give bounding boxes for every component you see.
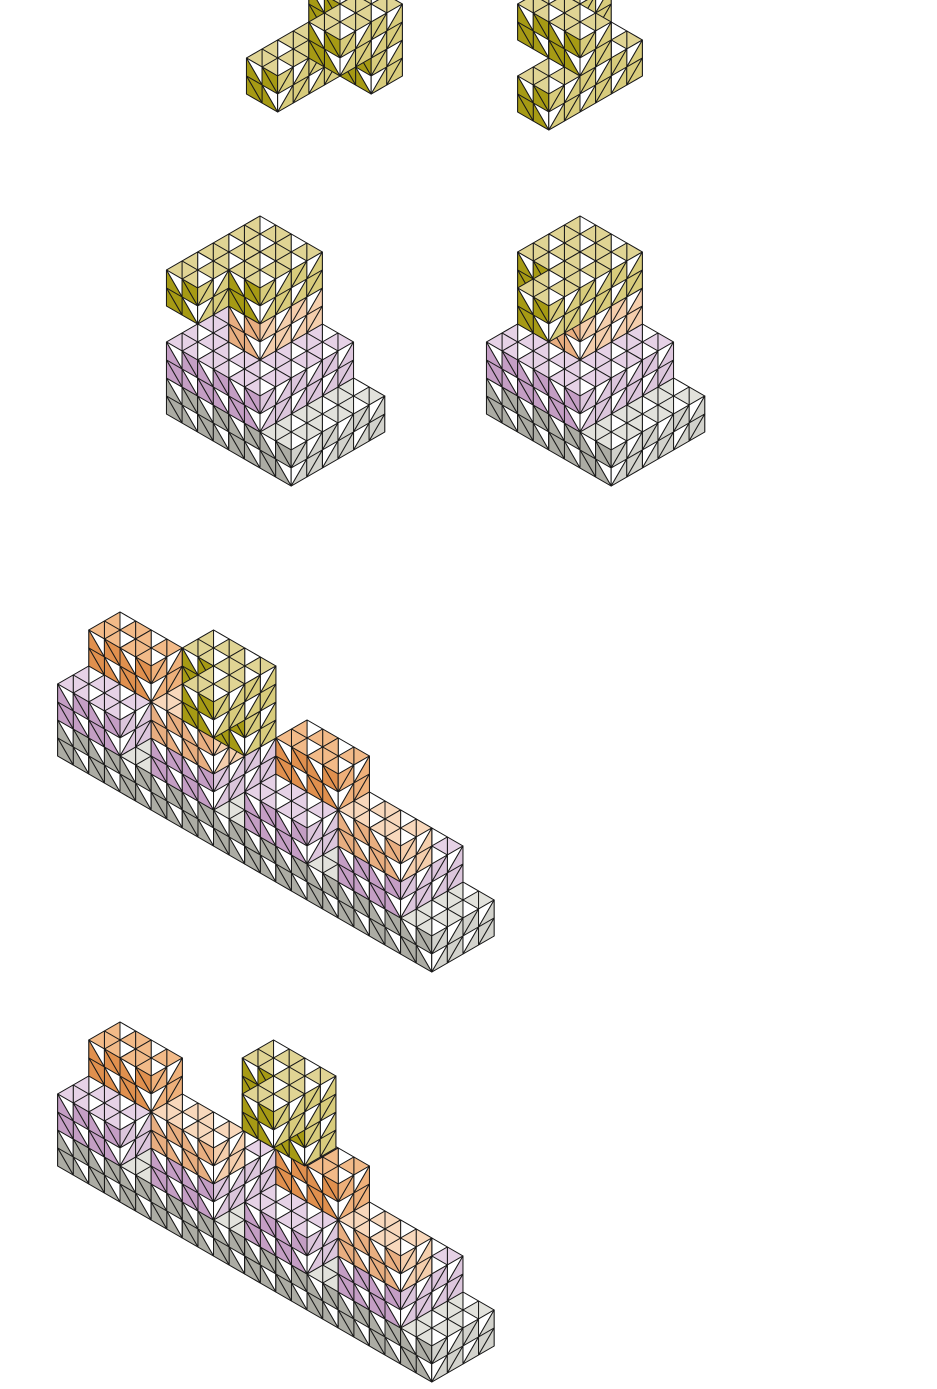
face-triangle (292, 75, 310, 104)
face-triangle (259, 449, 277, 478)
face-triangle (275, 287, 292, 316)
face-triangle (400, 935, 417, 964)
face-triangle (57, 701, 74, 730)
olive-cube (245, 39, 310, 113)
lilac-cube (228, 359, 292, 433)
face-triangle (386, 21, 403, 50)
face-triangle (485, 395, 503, 424)
face-triangle (150, 791, 168, 820)
face-triangle (517, 21, 534, 50)
face-triangle (626, 377, 643, 406)
face-triangle (181, 809, 199, 838)
olive-cap-right (517, 215, 643, 343)
face-triangle (275, 323, 292, 352)
face-triangle (517, 377, 534, 406)
face-triangle (517, 413, 534, 442)
face-triangle (197, 413, 214, 442)
face-triangle (275, 863, 292, 892)
face-triangle (548, 395, 565, 424)
face-triangle (119, 773, 137, 802)
face-triangle (88, 755, 105, 784)
face-triangle (275, 395, 292, 424)
face-triangle (244, 845, 261, 874)
face-triangle (478, 917, 495, 946)
face-triangle (306, 449, 323, 478)
face-triangle (337, 899, 355, 928)
face-triangle (165, 359, 183, 388)
figure-3-row-assembly (57, 611, 495, 973)
olive-piece-right (517, 0, 643, 131)
face-triangle (57, 737, 74, 766)
olive-piece-left (245, 0, 403, 113)
face-triangle (517, 93, 534, 122)
olive-cube (228, 251, 292, 325)
face-triangle (485, 359, 503, 388)
face-triangle (386, 57, 403, 86)
olive-cube (308, 3, 372, 77)
figure-4-row-assembly (57, 1021, 495, 1383)
face-triangle (563, 305, 581, 334)
face-triangle (165, 395, 183, 424)
face-triangle (548, 431, 565, 460)
face-triangle (245, 75, 263, 104)
face-triangle (306, 305, 323, 334)
face-triangle (626, 57, 643, 86)
face-triangle (197, 377, 214, 406)
face-triangle (626, 269, 643, 298)
face-triangle (306, 881, 324, 910)
face-triangle (213, 827, 230, 856)
olive-cube (165, 251, 230, 325)
figure-1-top-pair (245, 0, 643, 131)
face-triangle (368, 413, 386, 442)
face-triangle (228, 287, 245, 316)
face-triangle (165, 287, 183, 316)
face-triangle (548, 39, 565, 68)
face-triangle (517, 305, 534, 334)
olive-cube (548, 3, 612, 77)
face-triangle (595, 287, 612, 316)
face-triangle (579, 449, 597, 478)
face-triangle (595, 39, 612, 68)
face-triangle (595, 323, 612, 352)
face-triangle (563, 93, 581, 122)
face-triangle (657, 359, 675, 388)
figure-2-stacked-pair (165, 215, 706, 487)
face-triangle (337, 431, 355, 460)
face-triangle (355, 39, 372, 68)
face-triangle (626, 305, 643, 334)
face-triangle (595, 395, 612, 424)
face-triangle (306, 377, 323, 406)
gray-cube (579, 413, 643, 487)
face-triangle (688, 413, 706, 442)
face-triangle (228, 431, 245, 460)
face-triangle (306, 269, 323, 298)
lilac-cube (548, 359, 612, 433)
lilac-cube (88, 683, 152, 757)
face-triangle (446, 935, 464, 964)
face-triangle (595, 75, 612, 104)
gray-cube (259, 413, 323, 487)
face-triangle (308, 39, 325, 68)
olive-cap-left (165, 215, 323, 325)
face-triangle (368, 917, 386, 946)
face-triangle (626, 449, 643, 478)
face-triangle (657, 431, 675, 460)
olive-cube (517, 269, 581, 343)
face-triangle (228, 395, 245, 424)
face-triangle (228, 323, 245, 352)
olive-cube (517, 57, 581, 131)
face-triangle (337, 359, 355, 388)
face-triangle (88, 719, 105, 748)
